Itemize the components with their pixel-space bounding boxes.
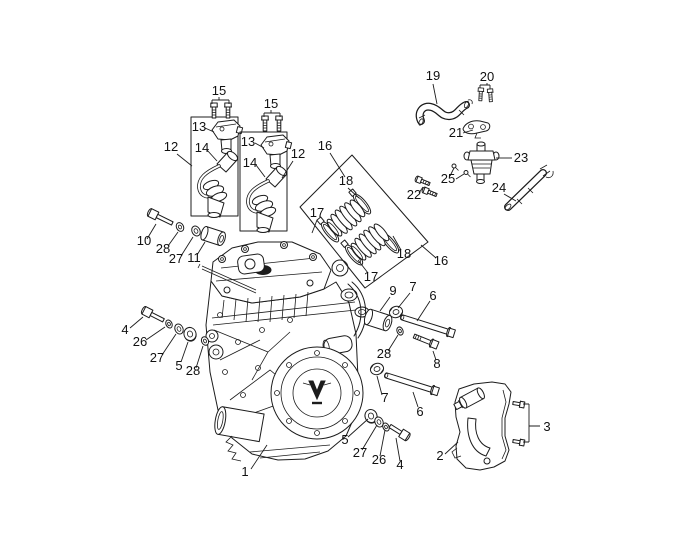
part-washer-27 bbox=[191, 225, 201, 237]
part-ignition-coil-right-box bbox=[239, 131, 293, 233]
callout-20: 20 bbox=[480, 69, 494, 84]
callout-13-a: 13 bbox=[192, 119, 206, 134]
part-coil-bolts bbox=[210, 102, 283, 132]
callout-14-a: 14 bbox=[195, 140, 209, 155]
callout-14-b: 14 bbox=[243, 155, 257, 170]
callout-25: 25 bbox=[441, 171, 455, 186]
part-washer-28 bbox=[200, 336, 210, 346]
callout-17-b: 17 bbox=[364, 269, 378, 284]
part-small-screws bbox=[451, 163, 471, 178]
callout-3: 3 bbox=[543, 419, 550, 434]
callout-2: 2 bbox=[436, 448, 443, 463]
part-bracket bbox=[462, 120, 491, 139]
callout-10: 10 bbox=[137, 233, 151, 248]
part-bushing-11 bbox=[200, 225, 226, 247]
part-spacer-5 bbox=[183, 326, 197, 342]
callout-5-b: 5 bbox=[341, 432, 348, 447]
callout-23: 23 bbox=[514, 150, 528, 165]
part-spacer-9 bbox=[363, 308, 393, 332]
part-curved-hose bbox=[415, 99, 473, 126]
callout-6-a: 6 bbox=[429, 288, 436, 303]
part-ignition-coil-left-box bbox=[190, 116, 244, 218]
part-washer-26 bbox=[165, 319, 173, 329]
callout-16-b: 16 bbox=[434, 253, 448, 268]
callout-15-b: 15 bbox=[264, 96, 278, 111]
callout-labels: 15 15 13 14 12 13 14 12 16 18 17 18 17 1… bbox=[121, 68, 550, 479]
callout-26-b: 26 bbox=[372, 452, 386, 467]
callout-4-a: 4 bbox=[121, 322, 128, 337]
callout-18-a: 18 bbox=[339, 173, 353, 188]
callout-28-c: 28 bbox=[377, 346, 391, 361]
intake-boot bbox=[350, 223, 390, 261]
callout-18-b: 18 bbox=[397, 246, 411, 261]
intake-boot bbox=[326, 199, 366, 237]
part-washer-28 bbox=[175, 222, 185, 232]
part-guard-bolts bbox=[512, 400, 526, 447]
callout-28-b: 28 bbox=[186, 363, 200, 378]
part-bracket-bolts bbox=[477, 87, 494, 103]
callout-4-b: 4 bbox=[396, 457, 403, 472]
ignition-coil bbox=[246, 134, 293, 233]
part-nut-7 bbox=[369, 362, 385, 376]
callout-16-a: 16 bbox=[318, 138, 332, 153]
callout-27-c: 27 bbox=[353, 445, 367, 460]
callout-19: 19 bbox=[426, 68, 440, 83]
callout-22: 22 bbox=[407, 187, 421, 202]
part-engine-assembly bbox=[197, 241, 370, 462]
part-bolt-4 bbox=[140, 306, 165, 323]
part-small-bolts bbox=[414, 175, 438, 198]
part-bolt-6 bbox=[384, 372, 440, 397]
leader-lines bbox=[129, 83, 540, 470]
callout-11: 11 bbox=[187, 250, 201, 265]
callout-1: 1 bbox=[241, 464, 248, 479]
callout-27-b: 27 bbox=[150, 350, 164, 365]
callout-15-a: 15 bbox=[212, 83, 226, 98]
callout-13-b: 13 bbox=[241, 134, 255, 149]
callout-26-a: 26 bbox=[133, 334, 147, 349]
part-intake-boot-box bbox=[299, 154, 429, 289]
callout-28-a: 28 bbox=[156, 241, 170, 256]
callout-5-a: 5 bbox=[175, 358, 182, 373]
callout-12-a: 12 bbox=[164, 139, 178, 154]
part-bolt-4 bbox=[388, 423, 411, 442]
callout-24: 24 bbox=[492, 180, 506, 195]
callout-7-b: 7 bbox=[381, 390, 388, 405]
ignition-coil bbox=[197, 119, 244, 218]
part-washer-26 bbox=[382, 422, 390, 432]
part-nut-7 bbox=[388, 305, 404, 319]
part-sprocket-guard bbox=[451, 381, 512, 471]
part-bolt-8 bbox=[412, 333, 440, 350]
callout-8: 8 bbox=[433, 356, 440, 371]
part-bolt-10 bbox=[146, 208, 174, 226]
callout-12-b: 12 bbox=[291, 146, 305, 161]
callout-17-a: 17 bbox=[310, 205, 324, 220]
part-washer-27 bbox=[374, 416, 384, 428]
callout-6-b: 6 bbox=[416, 404, 423, 419]
part-valve bbox=[463, 141, 500, 184]
callout-7-a: 7 bbox=[409, 279, 416, 294]
callout-27-a: 27 bbox=[169, 251, 183, 266]
part-washer-27 bbox=[174, 323, 184, 335]
brand-logo-icon bbox=[302, 380, 332, 405]
callout-9: 9 bbox=[389, 283, 396, 298]
part-drain-pipe bbox=[504, 164, 554, 211]
part-washer-28 bbox=[396, 326, 404, 336]
callout-21: 21 bbox=[449, 125, 463, 140]
part-bolt-6 bbox=[400, 314, 456, 339]
